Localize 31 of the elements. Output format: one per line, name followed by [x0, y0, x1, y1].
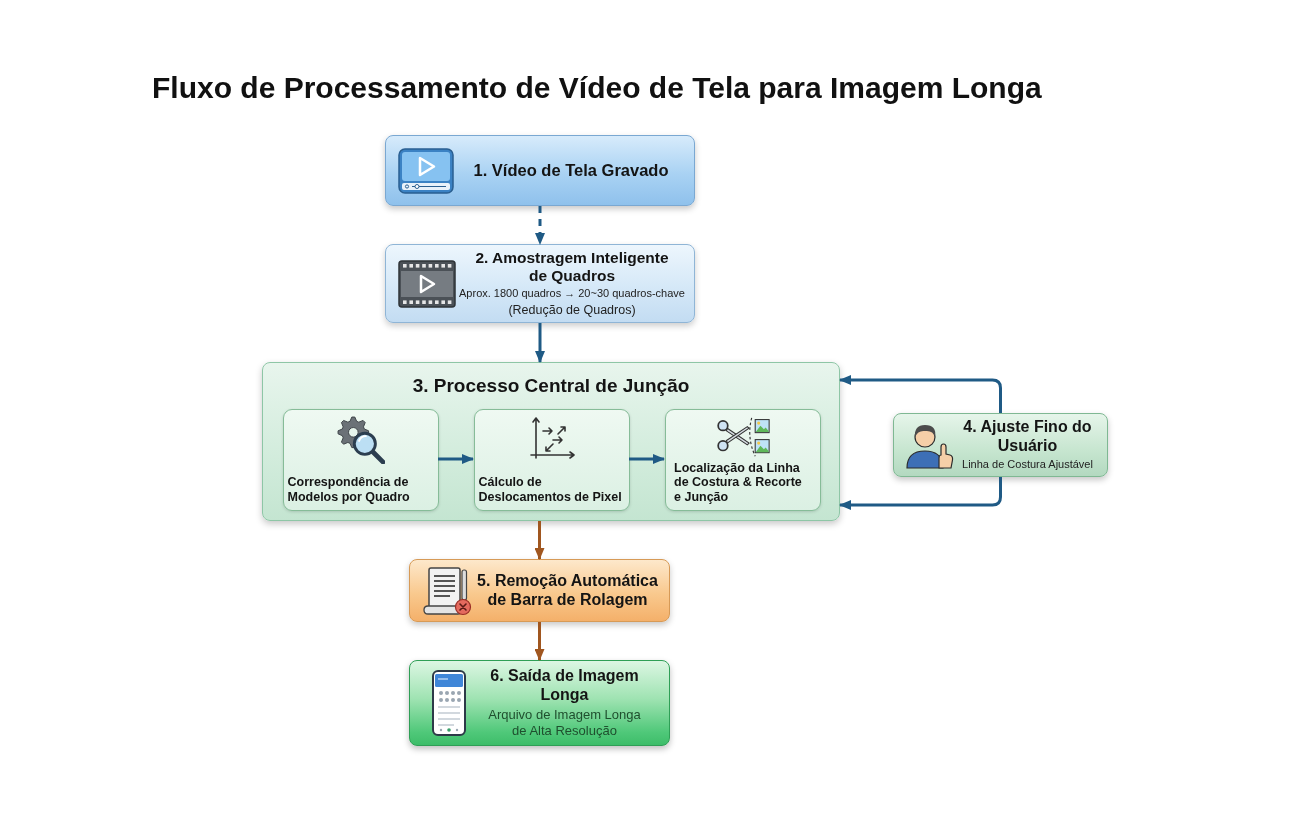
node-description: Aprox. 1800 quadros → 20~30 quadros-chave [459, 287, 685, 301]
node-title: 4. Ajuste Fino do Usuário [962, 418, 1093, 456]
node-title: 1. Vídeo de Tela Gravado [473, 160, 669, 181]
process-box [409, 559, 670, 622]
node-title: Localização da Linha de Costura & Recorte e Junção [674, 460, 803, 504]
arrow [535, 206, 545, 245]
arrow [535, 323, 545, 363]
node-description: (Redução de Quadros) [508, 302, 636, 319]
node-title: Cálculo de Deslocamentos de Pixel [478, 475, 623, 504]
node-title: 2. Amostragem Inteligente de Quadros [474, 248, 670, 286]
arrow [629, 454, 665, 464]
process-box [409, 660, 670, 746]
arrow [839, 375, 1002, 413]
process-box [893, 413, 1108, 477]
process-box [385, 135, 695, 206]
step-card [474, 409, 630, 511]
process-box [385, 244, 695, 323]
step-card [283, 409, 439, 511]
group-title: 3. Processo Central de Junção [412, 375, 690, 398]
step-card [665, 409, 821, 511]
arrow [534, 622, 545, 661]
node-description: Arquivo de Imagem Longa de Alta Resolução [487, 706, 642, 740]
node-title: Correspondência de Modelos por Quadro [287, 475, 411, 504]
diagram-title: Fluxo de Processamento de Vídeo de Tela para Imagem Longa [152, 70, 1042, 106]
arrow [839, 477, 1002, 510]
arrow [438, 454, 474, 464]
node-title: 6. Saída de Imagem Longa [489, 666, 640, 705]
arrow [534, 521, 545, 560]
node-title: 5. Remoção Automática de Barra de Rolagem [476, 571, 659, 610]
node-description: Linha de Costura Ajustável [962, 458, 1093, 472]
group-container [262, 362, 840, 521]
